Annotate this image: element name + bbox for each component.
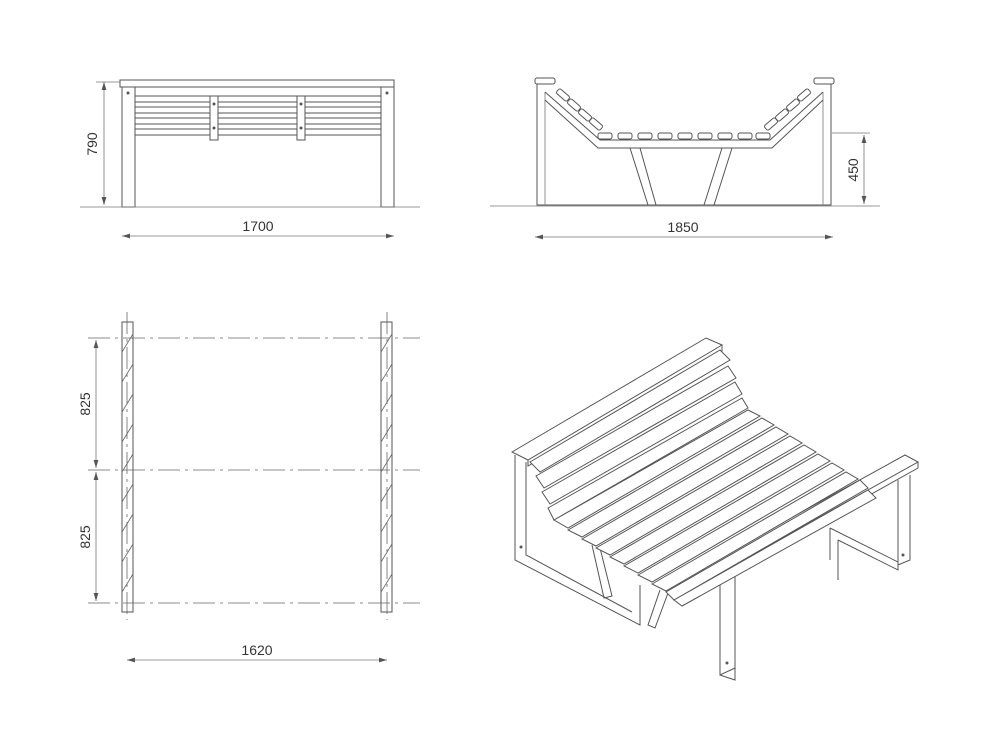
front-height-label: 790 [84,132,100,156]
front-view: 790 1700 [80,79,420,239]
plan-depth-label-upper: 825 [77,392,93,416]
side-width-label: 1850 [667,219,698,235]
plan-hatching [121,333,393,593]
isometric-view [510,337,920,681]
front-width-label: 1700 [242,218,273,234]
plan-depth-label-lower: 825 [77,525,93,549]
plan-width-label: 1620 [241,642,272,658]
side-seat-height-label: 450 [845,158,861,182]
side-view: 450 1850 [490,77,880,240]
plan-view: 825 825 1620 [77,312,420,663]
